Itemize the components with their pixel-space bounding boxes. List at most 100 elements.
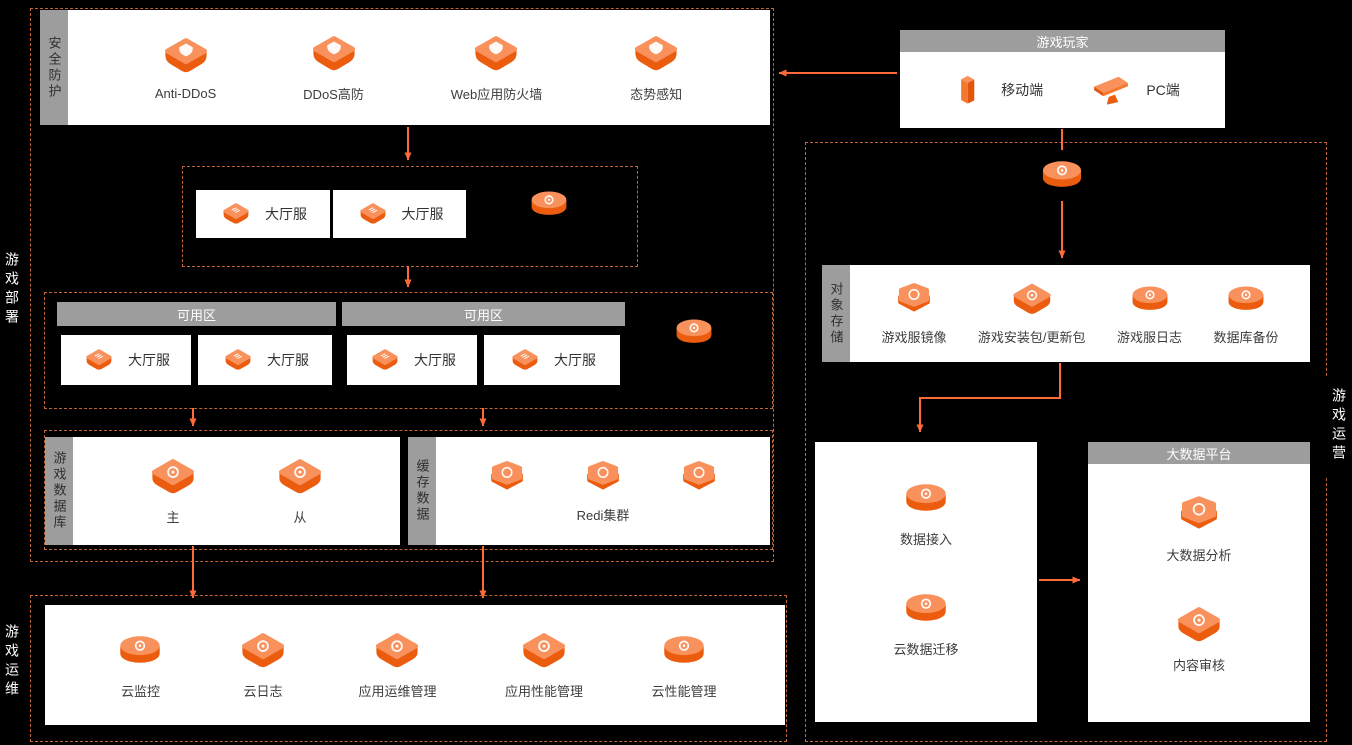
item-label: 游戏服日志 [1117, 330, 1183, 345]
ops-region-outline [30, 595, 787, 742]
situation-awareness-icon [629, 33, 683, 76]
side-label-operation: 游戏运营 [1326, 376, 1352, 476]
item-label: 游戏服镜像 [881, 330, 947, 345]
side-label-deploy-text: 游戏部署 [4, 252, 20, 328]
content-moderation-icon [1172, 604, 1226, 647]
master-db-icon [146, 456, 200, 499]
item-label: 移动端 [1001, 82, 1044, 98]
lobby-server-icon [368, 347, 402, 374]
lobby-server-icon [219, 201, 253, 228]
item-label: PC端 [1146, 82, 1180, 98]
object-storage-title-strip: 对象存储 [822, 265, 850, 362]
app-ops-management-icon [370, 630, 424, 673]
lobby-server-icon [356, 201, 390, 228]
database-master-item: 主 [146, 456, 200, 526]
lobby-server-box: 大厅服 [347, 335, 477, 385]
item-label: 云监控 [120, 684, 160, 699]
cloud-log-icon [236, 630, 290, 673]
lobby-server-label: 大厅服 [414, 352, 456, 368]
cache-title-strip: 缓存数据 [408, 437, 436, 545]
ops-item-cloud-log: 云日志 [236, 630, 290, 700]
item-label: 游戏安装包/更新包 [977, 330, 1086, 345]
storage-item-server-log: 游戏服日志 [1117, 281, 1182, 346]
ops-item-app-performance: 应用性能管理 [505, 630, 583, 700]
security-items-row: Anti-DDoS DDoS高防 Web应用防火墙 态势感知 [68, 10, 770, 125]
availability-zone-1-header: 可用区 [57, 302, 336, 326]
players-mobile-item: 移动端 [945, 73, 1043, 108]
security-panel-title-strip: 安全防护 [40, 10, 68, 125]
deploy-region-outline [30, 8, 774, 562]
lobby-server-box: 大厅服 [196, 190, 330, 238]
cloud-data-migration-item: 云数据迁移 [815, 588, 1037, 658]
game-package-icon [1008, 281, 1056, 319]
ops-item-cloud-monitor: 云监控 [113, 630, 167, 700]
cloud-monitor-icon [113, 630, 167, 673]
item-label: 数据接入 [899, 532, 952, 547]
bigdata-panel-title: 大数据平台 [1166, 446, 1232, 462]
lobby-server-box: 大厅服 [61, 335, 191, 385]
players-items-row: 移动端 PC端 [900, 52, 1225, 128]
cloud-data-migration-icon [899, 588, 953, 631]
availability-zone-1: 可用区 大厅服 大厅服 [57, 302, 336, 385]
item-label: 云日志 [243, 684, 283, 699]
players-pc-item: PC端 [1088, 72, 1180, 109]
side-label-ops-text: 游戏运维 [4, 624, 20, 700]
security-panel-title: 安全防护 [46, 35, 62, 100]
lobby-server-label: 大厅服 [267, 352, 309, 368]
item-label: 内容审核 [1172, 658, 1225, 673]
redis-cluster-label: Redi集群 [576, 507, 630, 523]
security-panel: 安全防护 Anti-DDoS DDoS高防 Web应用防火墙 态势感知 [40, 10, 770, 125]
item-label: DDoS高防 [303, 86, 364, 102]
lobby-server-icon [82, 347, 116, 374]
storage-item-db-backup: 数据库备份 [1213, 281, 1278, 346]
bigdata-analysis-item: 大数据分析 [1088, 494, 1310, 564]
cloud-performance-management-icon [657, 630, 711, 673]
big-data-analysis-icon [1172, 494, 1226, 537]
ops-panel: 云监控 云日志 应用运维管理 应用性能管理 云性能管理 [45, 605, 785, 725]
availability-zone-1-body: 大厅服 大厅服 [57, 335, 336, 385]
item-label: 大数据分析 [1166, 548, 1232, 563]
cache-title: 缓存数据 [414, 459, 430, 523]
game-server-image-icon [890, 281, 938, 319]
load-balancer-icon [525, 186, 573, 224]
lobby-server-box: 大厅服 [333, 190, 466, 238]
lobby-server-label: 大厅服 [401, 206, 444, 222]
ops-item-cloud-performance: 云性能管理 [651, 630, 716, 700]
item-label: 从 [293, 510, 307, 525]
data-access-panel: 数据接入 云数据迁移 [815, 442, 1037, 722]
redis-node-icon [579, 459, 627, 497]
redis-node-icon [483, 459, 531, 497]
players-panel-title: 游戏玩家 [1036, 34, 1089, 50]
object-storage-panel: 对象存储 游戏服镜像 游戏安装包/更新包 游戏服日志 数据库备份 [822, 265, 1310, 362]
security-item-ddos-pro: DDoS高防 [303, 33, 364, 103]
redis-cluster-icons [483, 459, 723, 497]
side-label-operation-text: 游戏运营 [1331, 388, 1347, 464]
ops-item-app-ops: 应用运维管理 [358, 630, 436, 700]
database-replica-item: 从 [273, 456, 327, 526]
lobby-server-label: 大厅服 [265, 206, 307, 222]
item-label: 应用性能管理 [504, 684, 583, 699]
availability-zone-2-body: 大厅服 大厅服 [342, 335, 625, 385]
lobby-server-label: 大厅服 [554, 352, 596, 368]
security-item-waf: Web应用防火墙 [451, 33, 542, 103]
ddos-advanced-protection-icon [307, 33, 361, 76]
zone-title: 可用区 [463, 307, 503, 323]
lobby-server-icon [508, 347, 542, 374]
item-label: 云性能管理 [651, 684, 717, 699]
redis-cluster-group: Redi集群 [436, 437, 770, 545]
game-database-panel: 游戏数据库 主 从 [45, 437, 400, 545]
security-item-anti-ddos: Anti-DDoS [155, 35, 216, 101]
availability-zone-2: 可用区 大厅服 大厅服 [342, 302, 625, 385]
data-tier-outline [44, 430, 773, 550]
lobby-server-box: 大厅服 [484, 335, 620, 385]
game-database-title-strip: 游戏数据库 [45, 437, 73, 545]
app-performance-management-icon [517, 630, 571, 673]
storage-item-server-image: 游戏服镜像 [881, 281, 946, 346]
zone-title: 可用区 [176, 307, 216, 323]
security-item-situation-awareness: 态势感知 [629, 33, 683, 103]
players-panel-header: 游戏玩家 [900, 30, 1225, 52]
lobby-server-label: 大厅服 [128, 352, 170, 368]
database-backup-icon [1222, 281, 1270, 319]
web-application-firewall-icon [469, 33, 523, 76]
